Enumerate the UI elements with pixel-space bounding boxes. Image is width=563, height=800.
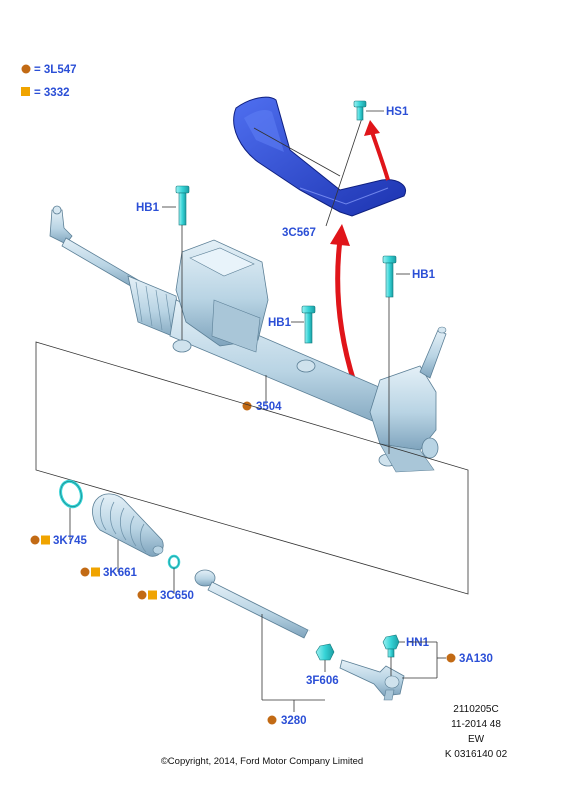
heat-shield-part: [233, 96, 406, 217]
clip-part: [167, 554, 181, 570]
shield-leader: [253, 127, 341, 177]
jam-nut-part: [315, 643, 335, 661]
ref-line-2: 11-2014 48: [451, 719, 501, 730]
rack-circle-marker: [242, 401, 252, 411]
legend: = 3L547 = 3332: [21, 64, 77, 99]
label-3280: 3280: [281, 715, 307, 727]
label-hb1-right: HB1: [412, 269, 436, 281]
red-arrow-small-icon: [364, 120, 390, 181]
label-hb1-top: HB1: [136, 202, 160, 214]
legend-square-label: = 3332: [34, 87, 70, 99]
hb1-mid-bolt-icon: [301, 305, 316, 344]
tie-rod-end-part: [339, 659, 405, 701]
legend-circle-label: = 3L547: [34, 64, 77, 76]
label-3f606: 3F606: [306, 675, 339, 687]
label-3a130: 3A130: [459, 653, 493, 665]
tie-rod-circle-marker: [267, 715, 277, 725]
exploded-view-frame: [35, 341, 469, 595]
tie-rod-part: [194, 569, 311, 639]
label-hb1-mid: HB1: [268, 317, 292, 329]
boot-square-marker: [91, 567, 100, 577]
red-arrow-large-icon: [330, 224, 359, 389]
ref-line-4: K 0316140 02: [445, 749, 508, 760]
clip-circle-marker: [137, 590, 147, 600]
reference-block: 2110205C 11-2014 48 EW K 0316140 02: [445, 704, 508, 760]
rack-boot-part: [92, 493, 164, 557]
label-3c567: 3C567: [282, 227, 316, 239]
label-hs1: HS1: [386, 106, 409, 118]
tre-circle-marker: [446, 653, 456, 663]
legend-square-marker: [21, 87, 30, 96]
clip-square-marker: [148, 590, 157, 600]
ref-line-1: 2110205C: [453, 704, 498, 715]
hb1-top-bolt-icon: [175, 185, 190, 226]
ring-square-marker: [41, 535, 50, 545]
label-3504: 3504: [256, 401, 282, 413]
ring-clamp-part: [59, 479, 83, 509]
hb1-right-bolt-icon: [382, 255, 397, 298]
hs1-bolt-icon: [353, 100, 367, 121]
label-3k661: 3K661: [103, 567, 137, 579]
ref-line-3: EW: [468, 734, 485, 745]
label-3k745: 3K745: [53, 535, 87, 547]
legend-circle-marker: [21, 64, 31, 74]
hs1-to-shield-leader: [325, 117, 363, 227]
steering-rack-part: [49, 205, 447, 473]
label-hn1: HN1: [406, 637, 430, 649]
ring-circle-marker: [30, 535, 40, 545]
boot-circle-marker: [80, 567, 90, 577]
label-3c650: 3C650: [160, 590, 194, 602]
hn1-nut-icon: [382, 634, 400, 658]
copyright-text: ©Copyright, 2014, Ford Motor Company Lim…: [161, 756, 363, 767]
